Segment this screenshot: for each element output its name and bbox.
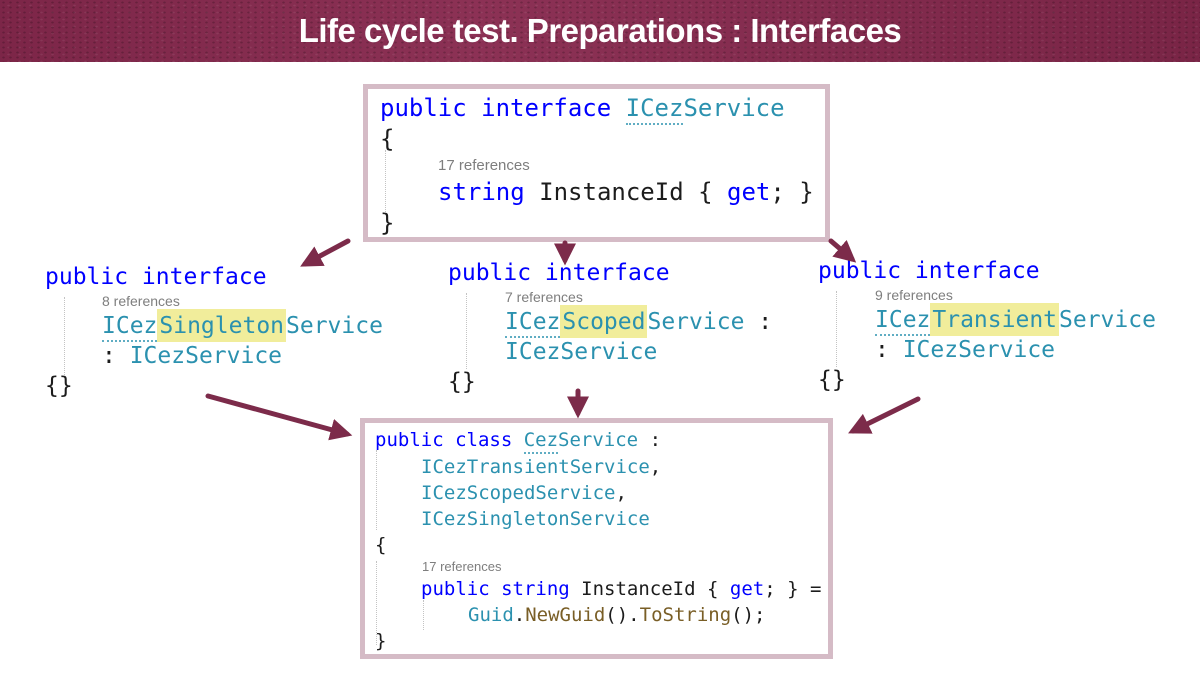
references-label: 8 references: [102, 293, 180, 309]
code-line: }: [375, 630, 387, 652]
type-token: ICez: [102, 313, 158, 342]
code-line: {: [380, 125, 395, 153]
type-token: Guid: [468, 604, 514, 626]
keyword-token: public interface: [380, 94, 626, 122]
code-line: public string InstanceId { get; } =: [421, 576, 828, 602]
keyword-token: get: [729, 578, 765, 600]
code-line: ICezScopedService :: [505, 305, 773, 338]
code-line: ICezSingletonService: [421, 506, 828, 532]
keyword-token: public interface: [448, 260, 670, 286]
keyword-token: string: [438, 178, 525, 206]
indent-guide: [836, 291, 837, 367]
arrow-to-singleton: [300, 238, 351, 267]
code-line: public interface: [448, 258, 772, 288]
code-line: }: [380, 209, 395, 237]
type-token: ICezService: [129, 343, 283, 369]
code-line: ICezScopedService,: [421, 480, 828, 506]
code-line: public class CezService :: [375, 426, 828, 454]
arrow-transient-to-class: [848, 396, 921, 434]
code-line: ICezTransientService,: [421, 454, 828, 480]
keyword-token: get: [727, 178, 771, 206]
keyword-token: public interface: [818, 258, 1040, 284]
code-line: {}: [45, 373, 73, 399]
indent-guide: [466, 293, 467, 369]
transient-interface-snippet: public interface 9 references ICezTransi…: [818, 256, 1156, 395]
code-line: ICezTransientService: [875, 303, 1156, 336]
plain-token: :: [102, 343, 130, 369]
indent-guide: [376, 561, 377, 645]
plain-token: InstanceId {: [524, 178, 727, 206]
code-line: ICezSingletonService: [102, 309, 383, 342]
references-label: 17 references: [422, 559, 502, 574]
type-token: Service: [286, 313, 383, 339]
method-token: NewGuid: [525, 604, 606, 626]
plain-token: :: [875, 337, 903, 363]
cezservice-class-box: public class CezService : ICezTransientS…: [360, 418, 833, 659]
type-token: ICezService: [505, 339, 658, 365]
plain-token: InstanceId {: [581, 578, 730, 600]
plain-token: ().: [605, 604, 640, 626]
code-line: : ICezService: [875, 335, 1156, 365]
plain-token: ();: [731, 604, 766, 626]
code-line: ICezService: [505, 337, 772, 367]
code-line: Guid.NewGuid().ToString();: [468, 602, 828, 628]
type-token: ICezScopedService: [421, 482, 616, 504]
plain-token: ; }: [770, 178, 814, 206]
code-line: string InstanceId { get; }: [438, 177, 825, 208]
keyword-token: public string: [421, 578, 582, 600]
plain-token: :: [638, 429, 662, 451]
scoped-interface-snippet: public interface 7 references ICezScoped…: [448, 258, 772, 397]
indent-guide: [376, 450, 377, 530]
highlighted-type-token: Singleton: [157, 309, 287, 342]
code-line: public interface ICezService: [380, 93, 825, 125]
type-token: Service: [647, 309, 745, 335]
type-token: ICez: [625, 94, 684, 125]
arrow-singleton-to-class: [205, 393, 353, 441]
slide-title: Life cycle test. Preparations : Interfac…: [298, 12, 902, 49]
plain-token: .: [513, 604, 526, 626]
plain-token: :: [744, 309, 773, 335]
references-label: 9 references: [875, 287, 953, 303]
references-label: 7 references: [505, 289, 583, 305]
indent-guide: [423, 600, 424, 630]
code-line: {: [375, 534, 387, 556]
highlighted-type-token: Transient: [930, 303, 1060, 336]
type-token: ICez: [505, 309, 561, 338]
singleton-interface-snippet: public interface 8 references ICezSingle…: [45, 262, 383, 401]
type-token: ICezTransientService: [421, 456, 650, 478]
references-label: 17 references: [438, 157, 530, 174]
code-line: : ICezService: [102, 341, 383, 371]
icezservice-box: public interface ICezService { 17 refere…: [363, 84, 830, 242]
type-token: ICez: [875, 307, 931, 336]
highlighted-type-token: Scoped: [560, 305, 648, 338]
title-bar: Life cycle test. Preparations : Interfac…: [0, 0, 1200, 62]
indent-guide: [385, 150, 386, 212]
type-token: Cez: [523, 429, 559, 454]
type-token: ICezSingletonService: [421, 508, 650, 530]
code-line: {}: [818, 367, 846, 393]
code-line: {}: [448, 369, 476, 395]
method-token: ToString: [639, 604, 732, 626]
type-token: Service: [1059, 307, 1156, 333]
type-token: Service: [558, 429, 639, 451]
type-token: Service: [683, 94, 785, 122]
type-token: ICezService: [902, 337, 1056, 363]
code-line: public interface: [45, 262, 383, 292]
keyword-token: public interface: [45, 264, 267, 290]
plain-token: ,: [649, 456, 662, 478]
code-line: public interface: [818, 256, 1156, 286]
indent-guide: [64, 297, 65, 375]
keyword-token: public class: [375, 429, 524, 451]
plain-token: ,: [615, 482, 627, 504]
plain-token: ; } =: [764, 578, 822, 600]
